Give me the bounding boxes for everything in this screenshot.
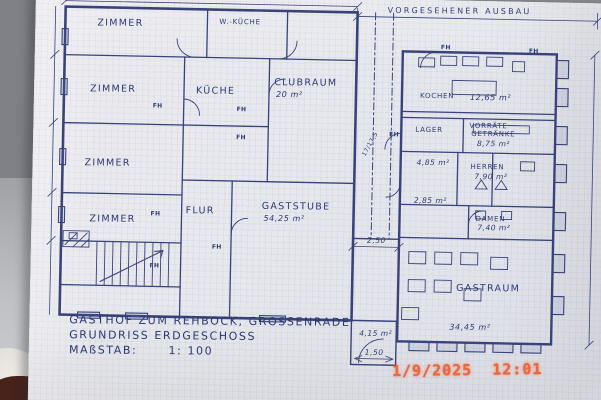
timestamp-time: 12:01 bbox=[492, 359, 543, 379]
room-label-zimmer-2: ZIMMER bbox=[90, 83, 137, 95]
floorplan-drawing bbox=[46, 0, 601, 367]
room-area-herren: 7,90 m² bbox=[474, 172, 508, 182]
room-area-gastraum: 34,45 m² bbox=[449, 322, 491, 332]
fh-marker: FH bbox=[528, 47, 539, 56]
room-label-vorraete: VORRÄTE bbox=[469, 121, 508, 131]
staircase bbox=[95, 240, 170, 288]
room-label-lager: LAGER bbox=[415, 125, 443, 135]
fh-marker: FH bbox=[150, 210, 161, 218]
annex-interior-walls bbox=[398, 110, 557, 242]
camera-timestamp: 1/9/2025 12:01 bbox=[392, 360, 543, 380]
dimension-corridor: 2,50 bbox=[367, 235, 386, 245]
room-label-zimmer-1: ZIMMER bbox=[97, 17, 144, 29]
room-label-clubraum: CLUBRAUM bbox=[274, 77, 338, 89]
window-blocks bbox=[57, 27, 570, 354]
room-label-gastraum: GASTRAUM bbox=[456, 282, 521, 295]
room-label-gaststube: GASTSTUBE bbox=[261, 200, 331, 213]
dimension-porch-area: 4,15 m² bbox=[359, 328, 393, 339]
room-area-vorraete: 8,75 m² bbox=[477, 139, 510, 149]
room-label-wkueche: W.-KÜCHE bbox=[219, 17, 261, 27]
room-label-zimmer-3: ZIMMER bbox=[84, 157, 131, 169]
room-label-kochen: KOCHEN bbox=[419, 91, 455, 101]
timestamp-date: 1/9/2025 bbox=[391, 360, 473, 381]
fh-marker: FH bbox=[149, 262, 160, 270]
plan-scale: MAßSTAB: 1: 100 bbox=[69, 342, 350, 360]
floorplan-paper-sheet: VORGESEHENER AUSBAU ZIMMER W.-KÜCHE ZIMM… bbox=[27, 0, 601, 400]
room-area-small-2: 2,85 m² bbox=[413, 195, 447, 206]
fh-marker: FH bbox=[236, 106, 247, 114]
room-area-kochen: 12,65 m² bbox=[469, 92, 512, 103]
room-area-damen: 7,40 m² bbox=[477, 223, 511, 233]
furniture bbox=[68, 55, 536, 321]
room-label-herren: HERREN bbox=[470, 162, 505, 172]
room-label-flur: FLUR bbox=[185, 205, 215, 217]
scale-label: MAßSTAB: bbox=[68, 343, 138, 357]
chimney-hatch bbox=[62, 230, 90, 248]
table-surface-shadow bbox=[0, 0, 36, 178]
fh-marker: FH bbox=[152, 102, 163, 110]
room-label-kueche: KÜCHE bbox=[195, 85, 236, 97]
fh-marker: FH bbox=[236, 134, 246, 142]
dimension-lines bbox=[46, 0, 601, 363]
room-label-getraenke: GETRÄNKE bbox=[471, 129, 516, 139]
extension-note-label: VORGESEHENER AUSBAU bbox=[387, 5, 532, 17]
fh-marker: FH bbox=[389, 131, 400, 139]
room-label-zimmer-4: ZIMMER bbox=[89, 213, 136, 225]
scale-value: 1: 100 bbox=[168, 344, 214, 358]
fh-marker: FH bbox=[440, 44, 451, 52]
title-block: GASTHOF ZUM REHBOCK, GROSSENRADE GRUNDRI… bbox=[69, 312, 351, 360]
dashed-extension-lines bbox=[370, 12, 395, 240]
room-area-clubraum: 20 m² bbox=[275, 89, 303, 100]
fh-marker: FH bbox=[211, 243, 222, 251]
room-area-gaststube: 54,25 m² bbox=[263, 213, 305, 224]
room-area-small-1: 4,85 m² bbox=[416, 157, 450, 168]
main-building-walls bbox=[58, 5, 359, 322]
porch-walls bbox=[349, 237, 400, 367]
dimension-entry-width: 1,50 bbox=[364, 347, 384, 357]
room-label-damen: DAMEN bbox=[475, 215, 506, 224]
